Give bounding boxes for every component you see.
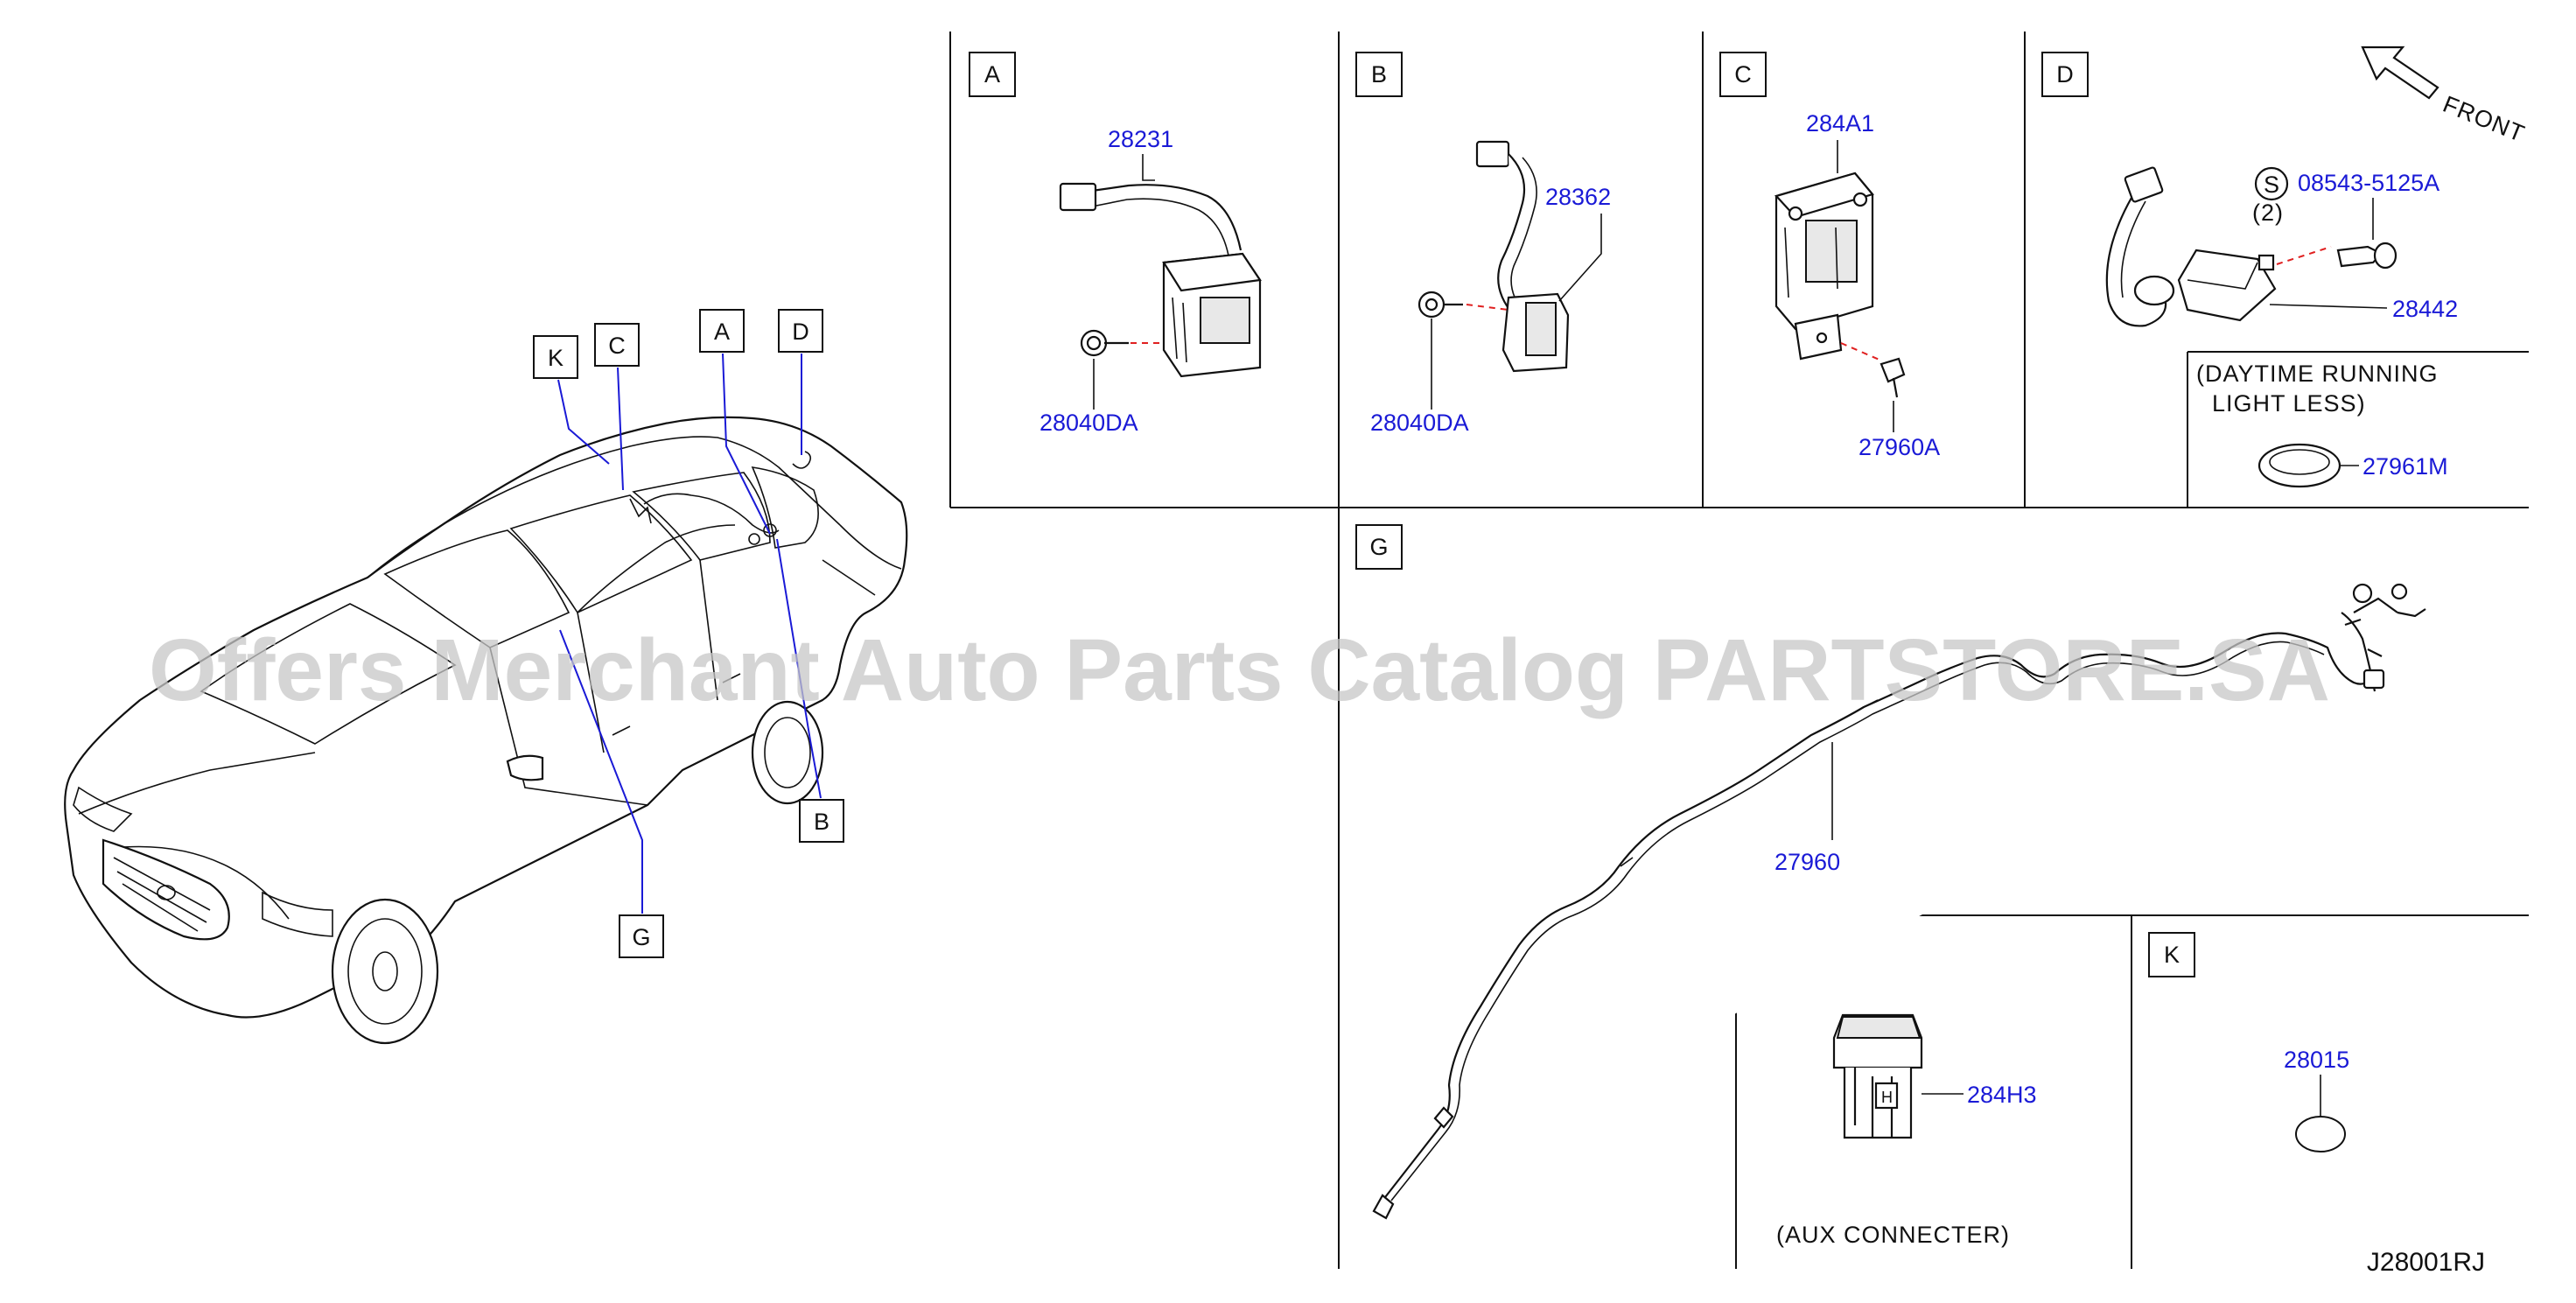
drawing-code: J28001RJ bbox=[2367, 1248, 2485, 1277]
section-b-labels: 28362 28040DA bbox=[1370, 184, 1611, 436]
part-number-28362: 28362 bbox=[1545, 184, 1611, 210]
section-d-labels: 08543-5125A (2) 28442 (DAYTIME RUNNING L… bbox=[2196, 170, 2458, 488]
part-number-27961m: 27961M bbox=[2362, 453, 2448, 480]
section-d-letter: D bbox=[2056, 61, 2074, 88]
section-k-artwork: 28015 bbox=[2284, 1047, 2349, 1152]
daytime-note-line1: (DAYTIME RUNNING bbox=[2196, 361, 2439, 387]
section-box-a: A bbox=[969, 52, 1016, 97]
s-symbol: S bbox=[2254, 166, 2289, 201]
callout-c: C bbox=[608, 333, 626, 359]
connector-mark-h: H bbox=[1881, 1089, 1893, 1106]
section-c-artwork bbox=[1774, 172, 1906, 398]
callout-a: A bbox=[714, 319, 730, 345]
aux-connecter-note: (AUX CONNECTER) bbox=[1776, 1222, 2010, 1248]
part-number-28040da-b: 28040DA bbox=[1370, 410, 1469, 436]
section-a-artwork bbox=[1059, 182, 1262, 378]
section-box-g: G bbox=[1355, 524, 1403, 570]
section-a-labels: 28231 28040DA bbox=[1040, 126, 1173, 436]
car-illustration bbox=[64, 416, 908, 1045]
section-b-letter: B bbox=[1371, 61, 1387, 88]
part-number-27960: 27960 bbox=[1774, 849, 1840, 875]
aux-connector-labels: 284H3 (AUX CONNECTER) bbox=[1776, 1082, 2037, 1248]
section-g-artwork bbox=[1372, 583, 2426, 1220]
front-direction-label: FRONT bbox=[2440, 91, 2529, 148]
part-number-08543-5125a: 08543-5125A bbox=[2298, 170, 2440, 196]
callout-d: D bbox=[792, 319, 809, 345]
connector-icon bbox=[1059, 182, 1097, 212]
callout-b: B bbox=[814, 809, 830, 835]
section-c-labels: 284A1 27960A bbox=[1806, 110, 1940, 460]
car-callouts: K C A D B G bbox=[533, 309, 844, 958]
part-number-28015: 28015 bbox=[2284, 1047, 2349, 1073]
part-number-28231: 28231 bbox=[1108, 126, 1173, 152]
watermark: Offers Merchant Auto Parts Catalog PARTS… bbox=[149, 621, 2330, 719]
section-g-letter: G bbox=[1369, 534, 1388, 560]
section-a-letter: A bbox=[984, 61, 1000, 88]
callout-k: K bbox=[548, 345, 564, 371]
daytime-note-line2: LIGHT LESS) bbox=[2212, 390, 2366, 417]
bolt-quantity: (2) bbox=[2252, 200, 2284, 226]
part-number-28040da-a: 28040DA bbox=[1040, 410, 1138, 436]
section-frames bbox=[949, 32, 2529, 1269]
section-box-b: B bbox=[1355, 52, 1403, 97]
section-b-artwork bbox=[1418, 140, 1570, 373]
front-arrow-icon bbox=[2361, 46, 2440, 100]
section-k-letter: K bbox=[2164, 942, 2180, 968]
section-box-d: D bbox=[2041, 52, 2089, 97]
section-d-artwork: FRONT S bbox=[2105, 46, 2529, 327]
aux-connector-artwork: H bbox=[1832, 1013, 1964, 1139]
s-symbol-letter: S bbox=[2264, 172, 2279, 198]
connector-icon bbox=[2124, 166, 2164, 203]
connector-icon bbox=[1475, 140, 1510, 168]
part-number-284h3: 284H3 bbox=[1967, 1082, 2037, 1108]
section-box-c: C bbox=[1719, 52, 1767, 97]
callout-g: G bbox=[632, 924, 650, 950]
section-box-k: K bbox=[2148, 932, 2195, 977]
section-g-labels: 27960 bbox=[1774, 742, 1840, 875]
part-number-27960a: 27960A bbox=[1858, 434, 1940, 460]
section-c-letter: C bbox=[1734, 61, 1752, 88]
part-number-284a1: 284A1 bbox=[1806, 110, 1874, 137]
part-number-28442: 28442 bbox=[2392, 296, 2458, 322]
